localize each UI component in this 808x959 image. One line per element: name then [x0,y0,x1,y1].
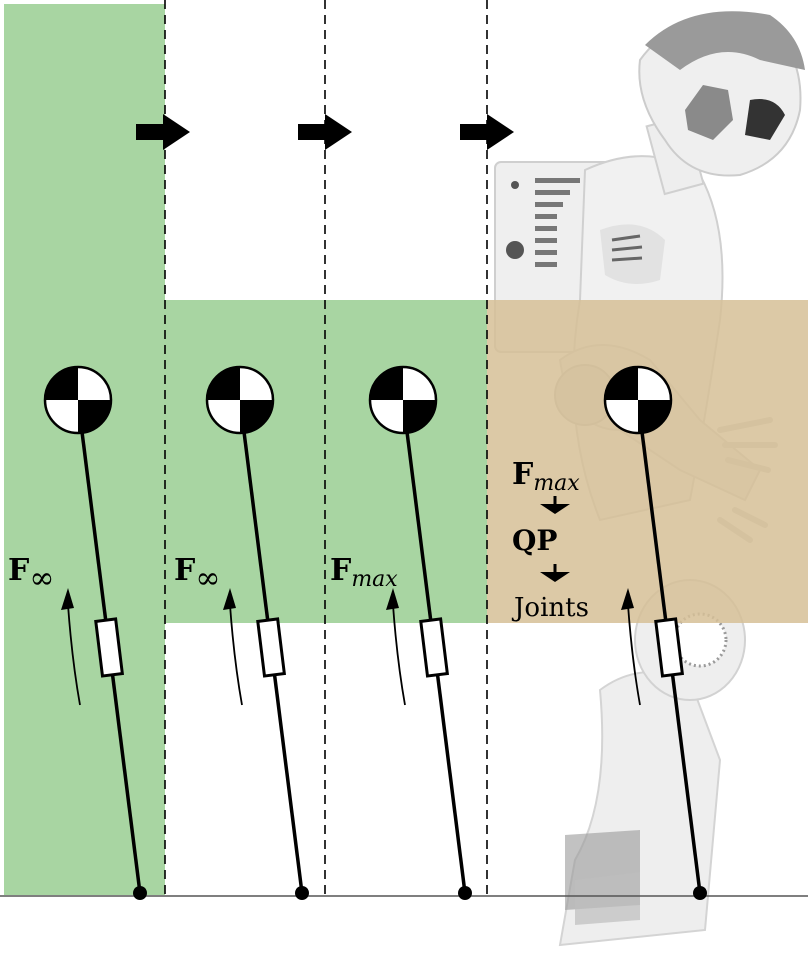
force-label-3: Fmax [330,553,398,592]
pendulum-model-3 [368,365,472,900]
center-of-mass-icon [43,365,113,435]
pipeline-force-label: Fmax [512,457,580,496]
pendulum-model-2 [205,365,309,900]
center-of-mass-icon [603,365,673,435]
pipeline-qp-label: QP [512,524,557,557]
down-arrow-icon [540,564,570,582]
force-label-2: F∞ [174,553,220,596]
down-arrow-icon [540,496,570,514]
tan-region [487,300,808,623]
pendulum-model-1 [43,365,147,900]
force-label-1: F∞ [8,553,54,596]
right-arrow-icon [460,114,514,150]
center-of-mass-icon [205,365,275,435]
pipeline-joints-label: Joints [511,593,589,623]
right-arrow-icon [298,114,352,150]
right-arrow-icon [136,114,190,150]
center-of-mass-icon [368,365,438,435]
control-pipeline: Fmax QP Joints [511,457,589,623]
green-region [4,4,487,895]
pendulum-model-4 [603,365,707,900]
